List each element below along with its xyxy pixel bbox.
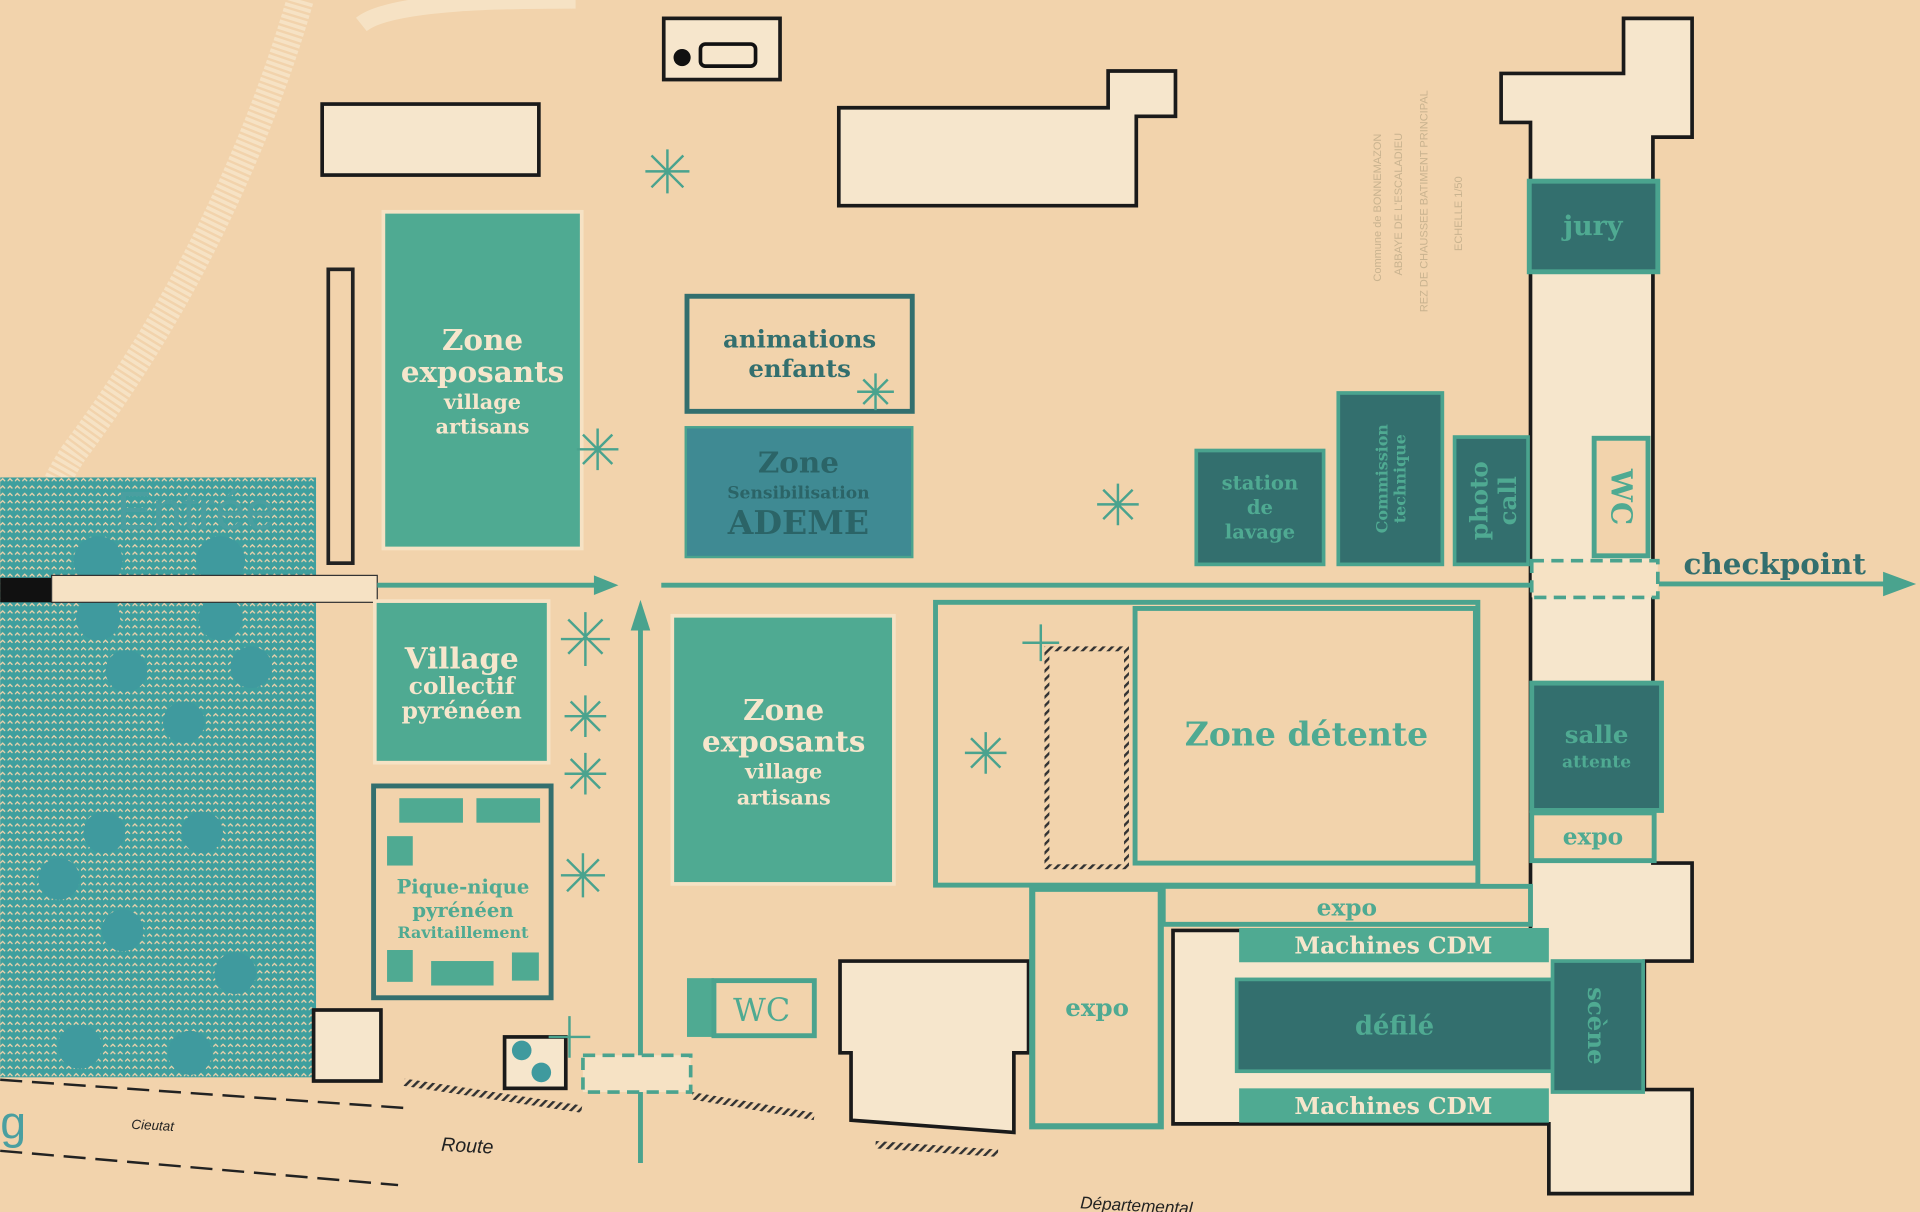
svg-text:collectif: collectif xyxy=(409,673,517,700)
svg-text:ADEME: ADEME xyxy=(727,503,869,542)
zone-sensibilisation-ademe[interactable]: Zone Sensibilisation ADEME xyxy=(684,426,914,559)
svg-text:REZ DE CHAUSSEE BATIMENT PRINC: REZ DE CHAUSSEE BATIMENT PRINCIPAL xyxy=(1419,90,1431,312)
svg-text:Zone: Zone xyxy=(442,322,523,357)
checkpoint-gate xyxy=(1529,558,1660,600)
machines-cdm-bottom[interactable]: Machines CDM xyxy=(1239,1088,1549,1123)
trees xyxy=(38,536,272,1075)
svg-text:Machines CDM: Machines CDM xyxy=(1294,1093,1492,1120)
street-label-route: Route xyxy=(441,1134,494,1159)
wall-hatch xyxy=(403,1078,999,1157)
svg-text:jury: jury xyxy=(1561,211,1623,242)
street-label-cieutat: Cieutat xyxy=(131,1117,176,1134)
svg-text:salle: salle xyxy=(1565,720,1629,749)
south-gate xyxy=(581,1053,693,1094)
expo-strip[interactable]: expo xyxy=(1160,883,1533,927)
svg-text:Zone: Zone xyxy=(743,692,824,727)
tree-symbols xyxy=(548,149,1139,1058)
buildings xyxy=(311,16,1694,1196)
svg-text:ABBAYE DE L'ESCALADIEU: ABBAYE DE L'ESCALADIEU xyxy=(1393,133,1405,276)
svg-text:défilé: défilé xyxy=(1355,1011,1434,1041)
svg-text:scène: scène xyxy=(1582,987,1611,1065)
svg-text:station: station xyxy=(1222,472,1299,495)
svg-text:Zone détente: Zone détente xyxy=(1185,715,1428,754)
svg-text:photo: photo xyxy=(1465,461,1494,540)
street-label-g: g xyxy=(0,1097,26,1149)
svg-text:attente: attente xyxy=(1562,753,1631,773)
svg-text:WC: WC xyxy=(733,991,790,1029)
svg-text:expo: expo xyxy=(1563,824,1623,851)
machines-cdm-top[interactable]: Machines CDM xyxy=(1239,927,1549,963)
svg-text:pyrénéen: pyrénéen xyxy=(402,698,522,725)
wc-south[interactable]: WC xyxy=(686,978,817,1039)
svg-text:village: village xyxy=(443,389,521,414)
svg-text:artisans: artisans xyxy=(436,413,530,438)
village-collectif-pyreneen[interactable]: Village collectif pyrénéen xyxy=(372,599,551,765)
icons-barriers xyxy=(511,1040,552,1083)
wooded-area xyxy=(0,477,317,1078)
scene-stage[interactable]: scène xyxy=(1550,959,1645,1094)
svg-text:village: village xyxy=(744,759,822,784)
salle-attente[interactable]: salle attente xyxy=(1529,680,1664,813)
street-label-departemental: Départemental xyxy=(1080,1192,1194,1212)
main-path-arrow xyxy=(377,571,1917,1164)
commission-technique[interactable]: Commission technique xyxy=(1336,391,1445,567)
jury-room[interactable]: jury xyxy=(1526,178,1661,275)
svg-text:Sensibilisation: Sensibilisation xyxy=(727,483,870,503)
svg-text:de: de xyxy=(1247,496,1273,519)
expo-right[interactable]: expo xyxy=(1529,810,1657,864)
svg-text:Machines CDM: Machines CDM xyxy=(1294,933,1492,960)
svg-text:Commission: Commission xyxy=(1372,424,1391,534)
defile-runway[interactable]: défilé xyxy=(1234,977,1555,1074)
svg-text:WC: WC xyxy=(1604,468,1639,525)
svg-text:technique: technique xyxy=(1391,434,1410,523)
svg-text:pyrénéen: pyrénéen xyxy=(412,899,513,922)
svg-text:call: call xyxy=(1493,476,1522,525)
photo-call[interactable]: photo call xyxy=(1452,435,1530,567)
trail-top xyxy=(356,0,576,32)
zone-exposants-north[interactable]: Zone exposants village artisans xyxy=(381,209,584,551)
svg-text:exposants: exposants xyxy=(702,724,865,759)
pique-nique-pyreneen[interactable]: Pique-nique pyrénéen Ravitaillement xyxy=(371,783,554,1001)
plan-caption: Commune de BONNEMAZON ABBAYE DE L'ESCALA… xyxy=(1372,90,1465,312)
svg-text:animations: animations xyxy=(723,325,876,354)
entrance-gate xyxy=(0,577,52,603)
svg-text:lavage: lavage xyxy=(1225,521,1295,544)
roads xyxy=(0,1078,405,1187)
svg-text:Pique-nique: Pique-nique xyxy=(397,876,530,899)
station-de-lavage[interactable]: station de lavage xyxy=(1194,448,1326,567)
expo-tall[interactable]: expo xyxy=(1029,885,1164,1130)
entrance-label: Entrée xyxy=(116,481,275,541)
svg-text:Village: Village xyxy=(404,640,519,675)
svg-text:expo: expo xyxy=(1317,895,1377,922)
svg-text:enfants: enfants xyxy=(748,354,851,383)
svg-text:exposants: exposants xyxy=(401,354,564,389)
zone-exposants-south[interactable]: Zone exposants village artisans xyxy=(670,613,896,886)
wc-building[interactable]: WC xyxy=(1591,435,1651,559)
checkpoint-label: checkpoint xyxy=(1684,546,1867,581)
svg-text:Commune de BONNEMAZON: Commune de BONNEMAZON xyxy=(1372,134,1384,282)
svg-text:artisans: artisans xyxy=(737,784,831,809)
entrance-path xyxy=(51,574,378,603)
svg-text:Zone: Zone xyxy=(758,445,839,480)
svg-text:ECHELLE 1/50: ECHELLE 1/50 xyxy=(1453,176,1465,251)
svg-text:Ravitaillement: Ravitaillement xyxy=(397,923,529,942)
svg-text:expo: expo xyxy=(1065,993,1129,1022)
zone-animations-enfants[interactable]: animations enfants xyxy=(684,293,915,414)
